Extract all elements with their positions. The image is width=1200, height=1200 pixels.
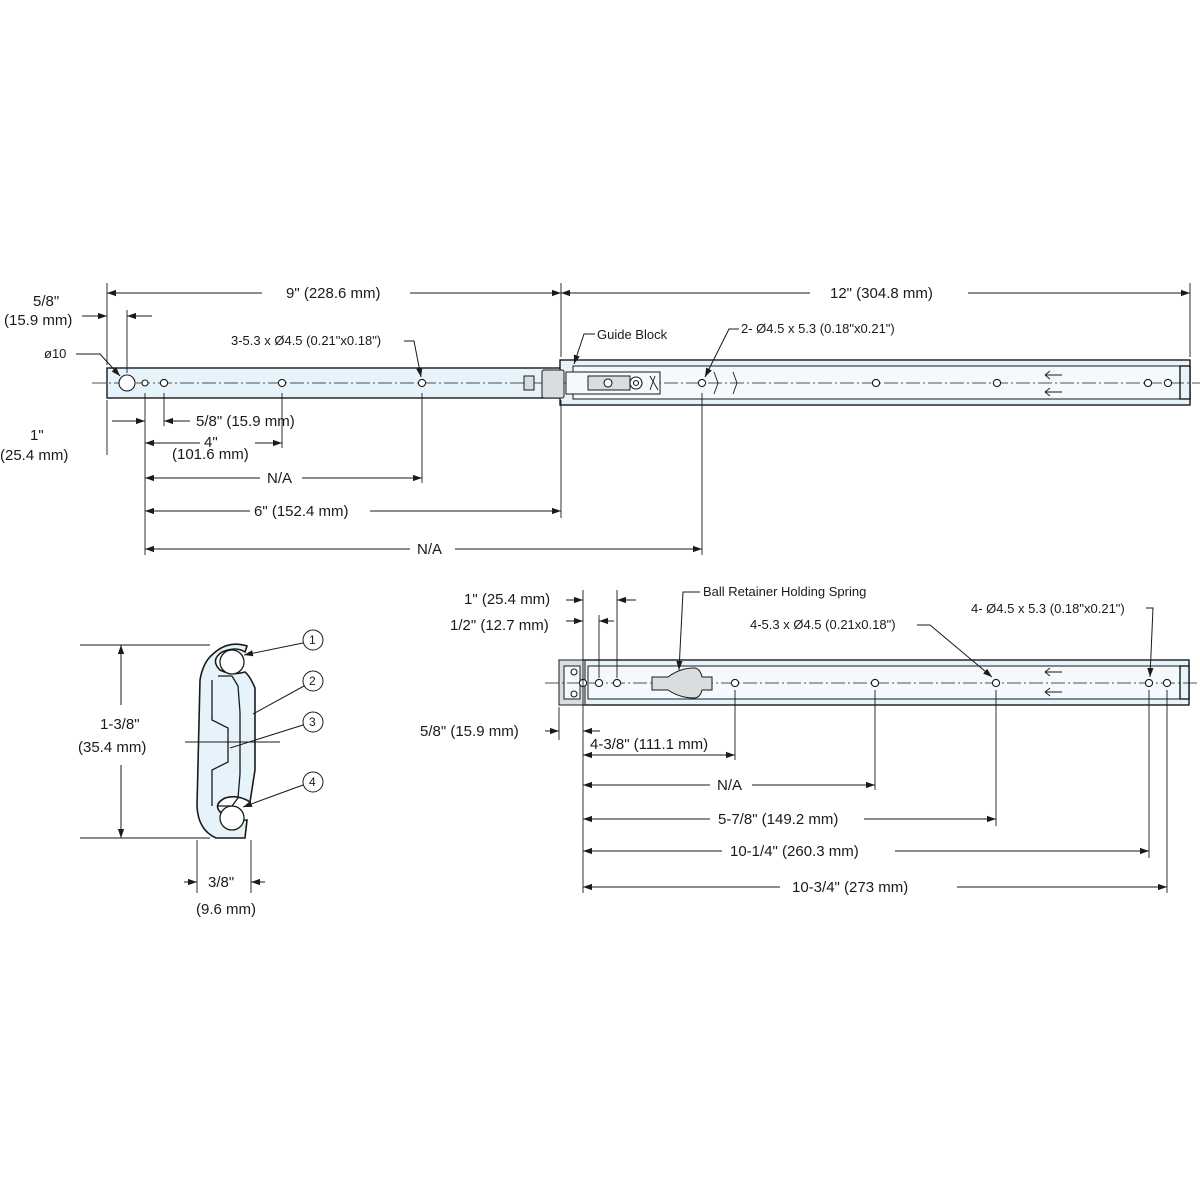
bottom-holes-mid: 4-5.3 x Ø4.5 (0.21x0.18") <box>750 617 896 632</box>
bottom-dim-5-8: 5/8" (15.9 mm) <box>420 723 519 740</box>
hole-dia10 <box>118 374 136 392</box>
holes-left-label: 3-5.3 x Ø4.5 (0.21"x0.18") <box>231 333 381 348</box>
dim-5-8-top: 5/8" <box>33 293 59 310</box>
hole <box>1143 378 1153 388</box>
dim-1-in: 1" <box>30 427 44 444</box>
bottom-dim-10-3-4: 10-3/4" (273 mm) <box>792 879 908 896</box>
ball-top <box>219 649 245 675</box>
callout-1-circle <box>302 629 324 651</box>
callout-3: 3 <box>309 715 316 729</box>
bottom-view: 1" (25.4 mm) 1/2" (12.7 mm) Ball Retaine… <box>420 584 1200 896</box>
dim-5-8-bottom: 5/8" (15.9 mm) <box>196 413 295 430</box>
dim-4-mm: (101.6 mm) <box>172 446 249 463</box>
profile-inner-member <box>211 680 229 806</box>
ball-retainer-spring <box>651 667 713 699</box>
hole <box>417 378 427 388</box>
callout-4: 4 <box>309 775 316 789</box>
bottom-dim-1-2: 1/2" (12.7 mm) <box>450 617 549 634</box>
hole <box>1163 378 1173 388</box>
cross-section: 1-3/8" (35.4 mm) 3/8" (9.6 mm) 1 2 3 4 <box>78 629 324 918</box>
dim-na-2: N/A <box>417 541 442 558</box>
ball-bottom <box>219 805 245 831</box>
ball-retainer-label: Ball Retainer Holding Spring <box>703 584 866 599</box>
arrow-mark <box>1044 387 1062 397</box>
arrow-mark <box>1044 370 1062 380</box>
hole <box>141 379 149 387</box>
section-width-mm: (9.6 mm) <box>196 901 256 918</box>
hole <box>992 378 1002 388</box>
profile-middle-member <box>218 675 241 807</box>
callout-3-circle <box>302 711 324 733</box>
top-end-stop <box>1179 365 1191 400</box>
hole <box>277 378 287 388</box>
dim-12-label: 12" (304.8 mm) <box>830 285 933 302</box>
callout-2: 2 <box>309 674 316 688</box>
guide-block <box>523 369 738 399</box>
guide-block-label: Guide Block <box>597 327 668 342</box>
callout-4-circle <box>302 771 324 793</box>
dia-10-label: ø10 <box>44 346 66 361</box>
dim-9-label: 9" (228.6 mm) <box>286 285 381 302</box>
bottom-dim-4-3-8: 4-3/8" (111.1 mm) <box>590 736 708 753</box>
callout-1: 1 <box>309 633 316 647</box>
section-height-in: 1-3/8" <box>100 716 140 733</box>
bottom-holes-right: 4- Ø4.5 x 5.3 (0.18"x0.21") <box>971 601 1125 616</box>
bottom-dim-10-1-4: 10-1/4" (260.3 mm) <box>730 843 859 860</box>
section-width-in: 3/8" <box>208 874 234 891</box>
bottom-dim-na: N/A <box>717 777 742 794</box>
hole <box>697 378 707 388</box>
hole <box>871 378 881 388</box>
bottom-dim-5-7-8: 5-7/8" (149.2 mm) <box>718 811 838 828</box>
top-view: 9" (228.6 mm) 12" (304.8 mm) 5/8" (15.9 … <box>0 283 1200 558</box>
callout-2-circle <box>302 670 324 692</box>
dim-6-label: 6" (152.4 mm) <box>254 503 349 520</box>
hole <box>159 378 169 388</box>
bottom-dim-1: 1" (25.4 mm) <box>464 591 550 608</box>
dim-na-1: N/A <box>267 470 292 487</box>
dim-5-8-top-mm: (15.9 mm) <box>4 312 72 329</box>
dim-4-in: 4" <box>204 434 218 451</box>
section-height-mm: (35.4 mm) <box>78 739 146 756</box>
dim-1-mm: (25.4 mm) <box>0 447 68 464</box>
holes-right-label: 2- Ø4.5 x 5.3 (0.18"x0.21") <box>741 321 895 336</box>
